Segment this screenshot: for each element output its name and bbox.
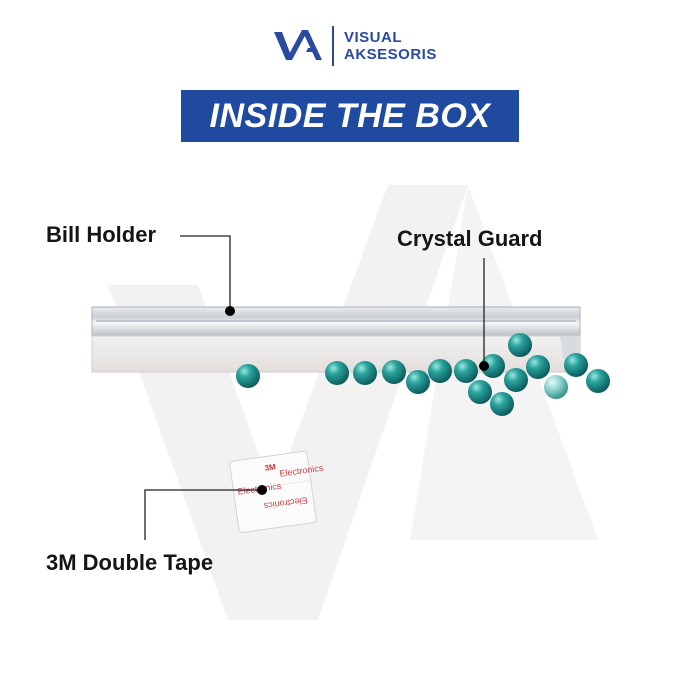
crystal-bead <box>236 364 260 388</box>
crystal-bead <box>325 361 349 385</box>
label-bill-holder: Bill Holder <box>46 222 157 247</box>
crystal-bead <box>508 333 532 357</box>
callout-dot <box>225 306 235 316</box>
label-double-tape: 3M Double Tape <box>46 550 214 575</box>
crystal-bead <box>428 359 452 383</box>
crystal-bead <box>468 380 492 404</box>
crystal-bead <box>526 355 550 379</box>
callout-crystal-guard <box>479 258 489 371</box>
crystal-bead <box>406 370 430 394</box>
crystal-bead <box>544 375 568 399</box>
logo-divider <box>332 26 334 66</box>
crystal-bead <box>454 359 478 383</box>
banner-title: INSIDE THE BOX <box>209 96 491 135</box>
callout-double-tape <box>144 485 267 540</box>
double-tape-pad: 3M Electronics Electronics Electronics <box>229 450 324 534</box>
brand-name-line1: VISUAL <box>344 29 403 46</box>
visual-aksesoris-logo-icon <box>274 30 322 60</box>
callout-dot <box>479 361 489 371</box>
crystal-bead <box>481 354 505 378</box>
crystal-guard-beads <box>236 333 610 416</box>
crystal-bead <box>504 368 528 392</box>
crystal-bead <box>586 369 610 393</box>
brand-logo: VISUAL AKSESORIS <box>272 24 437 68</box>
brand-name: VISUAL AKSESORIS <box>344 29 437 63</box>
tape-print-brand: 3M <box>264 462 277 473</box>
crystal-bead <box>353 361 377 385</box>
inside-the-box-banner: INSIDE THE BOX <box>181 90 519 142</box>
callout-dot <box>257 485 267 495</box>
brand-name-line2: AKSESORIS <box>344 46 437 63</box>
label-crystal-guard: Crystal Guard <box>397 226 543 251</box>
crystal-bead <box>382 360 406 384</box>
callout-bill-holder <box>180 235 235 316</box>
crystal-bead <box>564 353 588 377</box>
crystal-bead <box>490 392 514 416</box>
